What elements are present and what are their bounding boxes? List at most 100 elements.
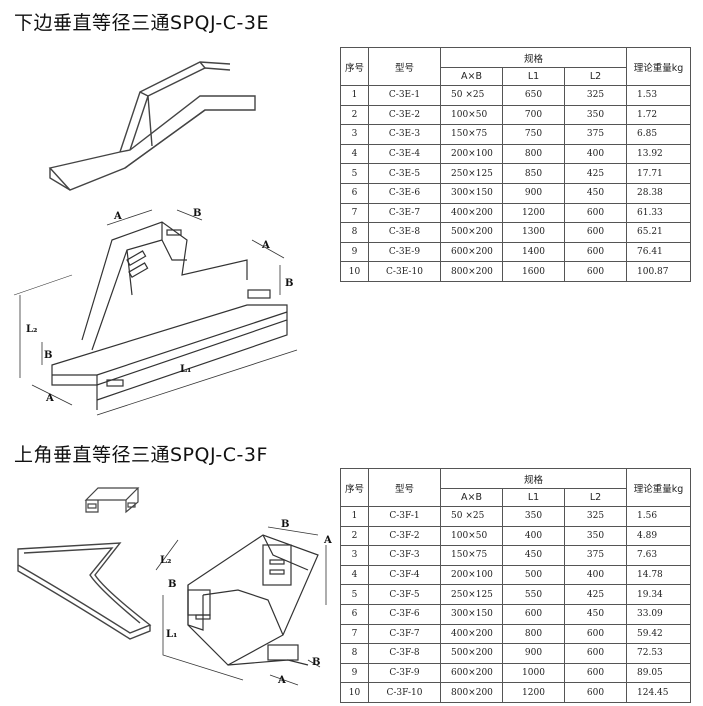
table-cell: C-3F-6: [368, 603, 441, 625]
tee-3e-dimension-drawing: A B A B L₂ B A L₁: [12, 200, 312, 425]
header-l1: L1: [502, 67, 565, 86]
table-cell: 61.33: [626, 202, 691, 224]
header-spec: 规格: [440, 47, 627, 68]
table-cell: 6: [340, 182, 369, 204]
table-cell: 350: [502, 506, 565, 527]
table-cell: 600: [564, 662, 627, 684]
table-cell: 450: [564, 603, 627, 625]
table-cell: 14.78: [626, 564, 691, 586]
dim-label-b-right: B: [285, 278, 293, 289]
dim-label-a-bottom: A: [45, 393, 54, 404]
table-cell: 400: [564, 143, 627, 165]
table-cell: 2: [340, 525, 369, 547]
table-cell: C-3F-7: [368, 623, 441, 645]
table-cell: C-3F-2: [368, 525, 441, 547]
table-cell: C-3E-3: [368, 124, 441, 145]
header-l1: L1: [502, 488, 565, 507]
table-cell: 250×125: [440, 584, 503, 605]
header-model: 型号: [368, 47, 441, 86]
table-cell: 425: [564, 584, 627, 605]
table-cell: 10: [340, 682, 369, 703]
table-cell: 500×200: [440, 643, 503, 664]
table-cell: 4.89: [626, 525, 691, 547]
table-cell: 1600: [502, 261, 565, 282]
tee-3f-dimension-drawing: B A L₂ B L₁ A B: [148, 515, 338, 690]
table-cell: 900: [502, 182, 565, 204]
table-cell: C-3F-10: [368, 682, 441, 703]
table-cell: 4: [340, 564, 369, 586]
table-cell: 3: [340, 545, 369, 566]
table-cell: 600: [564, 222, 627, 243]
section-title-3e: 下边垂直等径三通SPQJ-C-3E: [14, 12, 269, 34]
table-cell: 2: [340, 104, 369, 126]
table-cell: 600: [564, 241, 627, 263]
dim-label-a-right-3f: A: [323, 535, 332, 546]
table-cell: 300×150: [440, 182, 503, 204]
table-cell: 50 ×25: [440, 506, 503, 527]
table-cell: 1400: [502, 241, 565, 263]
dim-label-b-left-3f: B: [168, 579, 176, 590]
table-cell: 800×200: [440, 261, 503, 282]
table-cell: 65.21: [626, 222, 691, 243]
table-cell: 600×200: [440, 662, 503, 684]
table-cell: 59.42: [626, 623, 691, 645]
table-cell: 100×50: [440, 525, 503, 547]
table-cell: 5: [340, 163, 369, 184]
table-cell: 1200: [502, 682, 565, 703]
table-cell: 425: [564, 163, 627, 184]
table-cell: C-3F-5: [368, 584, 441, 605]
table-cell: 600×200: [440, 241, 503, 263]
dim-label-l1: L₁: [180, 364, 191, 375]
table-cell: 9: [340, 662, 369, 684]
table-cell: C-3E-9: [368, 241, 441, 263]
table-cell: C-3E-7: [368, 202, 441, 224]
table-cell: 33.09: [626, 603, 691, 625]
table-cell: 600: [564, 682, 627, 703]
table-cell: C-3E-1: [368, 85, 441, 106]
table-cell: 4: [340, 143, 369, 165]
table-cell: 350: [564, 525, 627, 547]
table-cell: 89.05: [626, 662, 691, 684]
header-model: 型号: [368, 468, 441, 507]
table-cell: 10: [340, 261, 369, 282]
tee-3e-outline-drawing: [40, 40, 260, 205]
table-cell: 800: [502, 143, 565, 165]
table-cell: 1300: [502, 222, 565, 243]
table-cell: 100.87: [626, 261, 691, 282]
table-cell: 600: [564, 623, 627, 645]
table-cell: 150×75: [440, 124, 503, 145]
table-cell: 750: [502, 124, 565, 145]
table-cell: C-3F-1: [368, 506, 441, 527]
table-cell: 600: [564, 643, 627, 664]
table-cell: 150×75: [440, 545, 503, 566]
table-cell: 400: [502, 525, 565, 547]
table-cell: 375: [564, 124, 627, 145]
table-cell: 500×200: [440, 222, 503, 243]
header-no: 序号: [340, 468, 369, 507]
table-cell: 550: [502, 584, 565, 605]
table-cell: 600: [502, 603, 565, 625]
table-cell: 5: [340, 584, 369, 605]
table-cell: 200×100: [440, 143, 503, 165]
header-axb: A×B: [440, 488, 503, 507]
table-cell: C-3E-4: [368, 143, 441, 165]
table-cell: 650: [502, 85, 565, 106]
table-cell: 600: [564, 202, 627, 224]
table-cell: 900: [502, 643, 565, 664]
table-cell: 1200: [502, 202, 565, 224]
header-l2: L2: [564, 488, 627, 507]
